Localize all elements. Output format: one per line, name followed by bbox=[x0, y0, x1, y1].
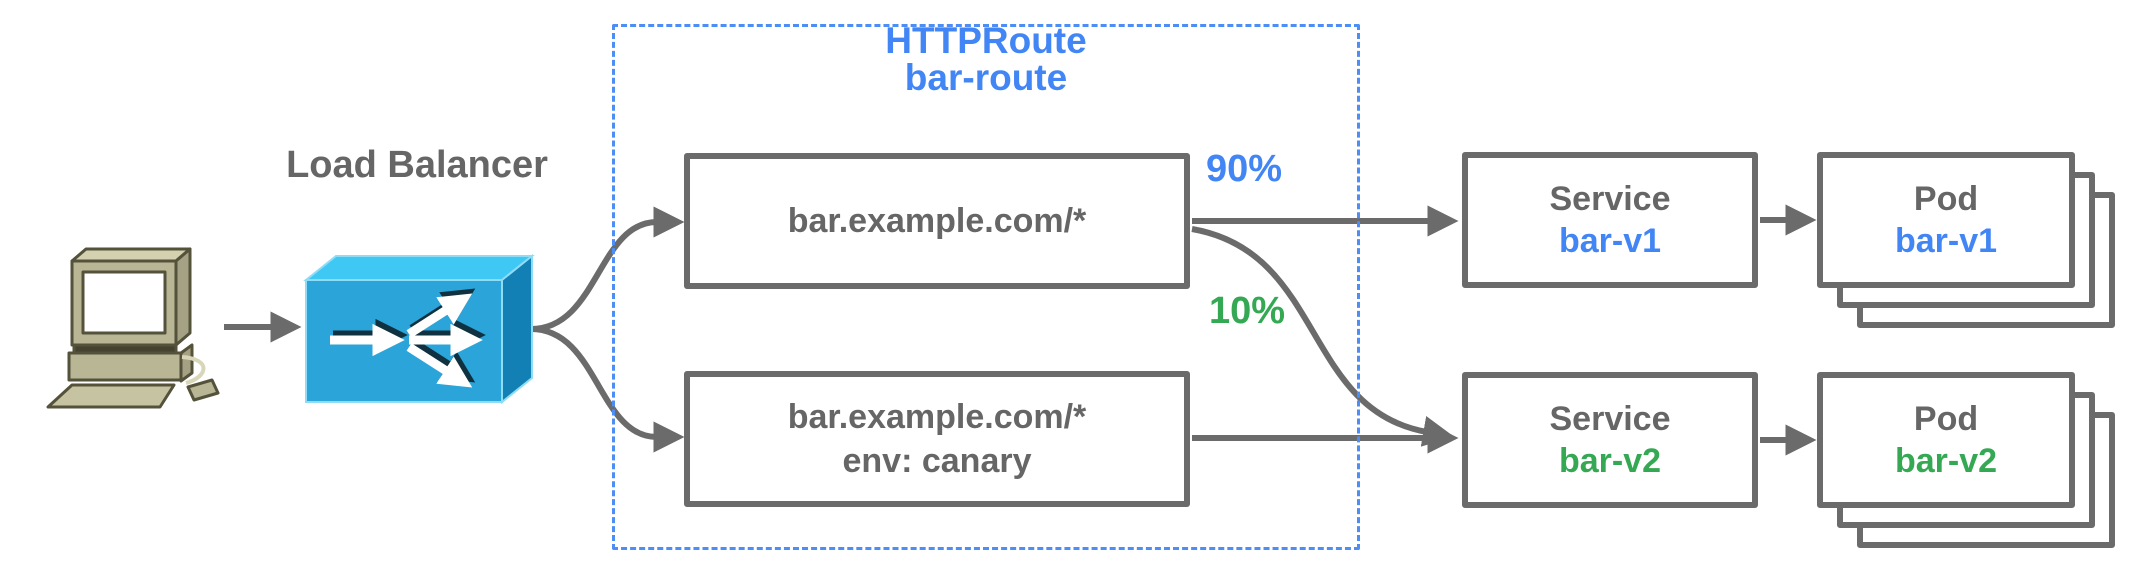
pod-v1-kind-label: Pod bbox=[1913, 180, 1979, 218]
load-balancer-icon bbox=[303, 253, 535, 405]
httproute-title: HTTPRoute bar-route bbox=[612, 22, 1360, 96]
route-rule-1-box: bar.example.com/* bbox=[684, 153, 1190, 289]
pod-bar-v1-box: Pod bar-v1 bbox=[1817, 152, 2075, 288]
route-rule-2-box: bar.example.com/* env: canary bbox=[684, 371, 1190, 507]
pod-v1-name-label: bar-v1 bbox=[1894, 222, 1998, 260]
service-v1-kind-label: Service bbox=[1549, 180, 1671, 218]
weight-10-label: 10% bbox=[1209, 290, 1286, 332]
weight-90-label: 90% bbox=[1206, 148, 1283, 190]
client-computer-icon bbox=[42, 247, 242, 412]
route-rule-2-header-match: env: canary bbox=[842, 442, 1032, 480]
pod-bar-v2-box: Pod bar-v2 bbox=[1817, 372, 2075, 508]
pod-stack-bar-v2: Pod bar-v2 bbox=[1817, 372, 2117, 550]
httproute-group-box bbox=[612, 24, 1360, 550]
route-rule-2-match: bar.example.com/* bbox=[787, 398, 1087, 436]
service-v1-name-label: bar-v1 bbox=[1558, 222, 1662, 260]
desktop-computer-icon bbox=[46, 247, 220, 409]
httproute-name-label: bar-route bbox=[904, 57, 1068, 98]
load-balancer-label: Load Balancer bbox=[286, 144, 548, 186]
service-bar-v1-box: Service bar-v1 bbox=[1462, 152, 1758, 288]
service-v2-kind-label: Service bbox=[1549, 400, 1671, 438]
load-balancer-icon bbox=[296, 248, 536, 408]
pod-stack-bar-v1: Pod bar-v1 bbox=[1817, 152, 2117, 330]
pod-v2-kind-label: Pod bbox=[1913, 400, 1979, 438]
pod-v2-name-label: bar-v2 bbox=[1894, 442, 1998, 480]
service-bar-v2-box: Service bar-v2 bbox=[1462, 372, 1758, 508]
route-rule-1-match: bar.example.com/* bbox=[787, 202, 1087, 240]
service-v2-name-label: bar-v2 bbox=[1558, 442, 1662, 480]
httproute-kind-label: HTTPRoute bbox=[885, 20, 1087, 61]
